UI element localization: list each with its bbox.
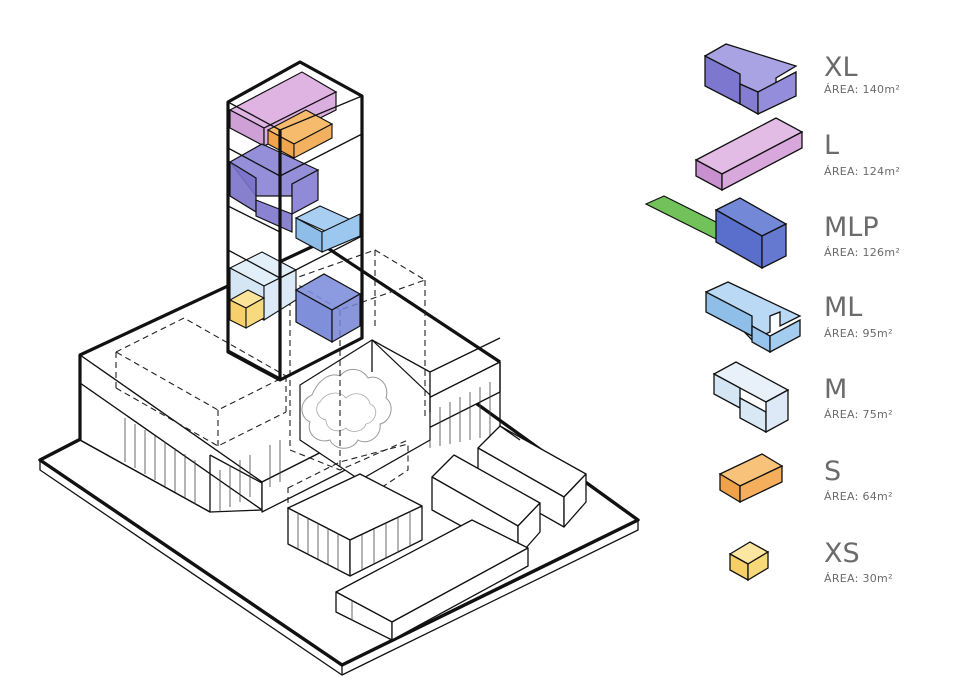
low-building	[335, 519, 529, 641]
legend-area-xs: ÁREA: 30m²	[824, 572, 893, 585]
legend-area-ml: ÁREA: 95m²	[824, 327, 893, 340]
legend-area-mlp: ÁREA: 126m²	[824, 246, 900, 259]
tower-unit-mlp	[294, 273, 362, 344]
legend-area-m: ÁREA: 75m²	[824, 408, 893, 421]
legend-icon-mlp	[644, 195, 788, 270]
legend-code-xs: XS	[824, 538, 860, 569]
legend-area-l: ÁREA: 124m²	[824, 165, 900, 178]
legend-code-m: M	[824, 374, 847, 405]
tower-unit-xl	[229, 143, 320, 233]
legend-code-ml: ML	[824, 292, 862, 323]
legend-area-xl: ÁREA: 140m²	[824, 83, 900, 96]
legend-code-s: S	[824, 456, 841, 487]
courtyard-tree	[301, 369, 392, 449]
legend-icon-xs	[728, 541, 770, 582]
legend-icon-l	[694, 117, 804, 192]
tower-unit-xs	[228, 289, 266, 329]
legend-labels: XL ÁREA: 140m² L ÁREA: 124m² MLP ÁREA: 1…	[824, 52, 900, 585]
legend-code-mlp: MLP	[824, 212, 879, 243]
legend-icon-ml	[704, 281, 802, 354]
legend-code-xl: XL	[824, 52, 858, 83]
legend-icons	[644, 43, 804, 582]
legend-icon-m	[712, 361, 790, 434]
legend-icon-xl	[703, 43, 798, 116]
legend-code-l: L	[824, 130, 839, 161]
legend-area-s: ÁREA: 64m²	[824, 490, 893, 503]
tower-unit-ml	[294, 205, 362, 253]
tower-frame	[226, 60, 364, 382]
legend-icon-s	[718, 453, 784, 504]
glass-pavilion	[287, 473, 423, 577]
